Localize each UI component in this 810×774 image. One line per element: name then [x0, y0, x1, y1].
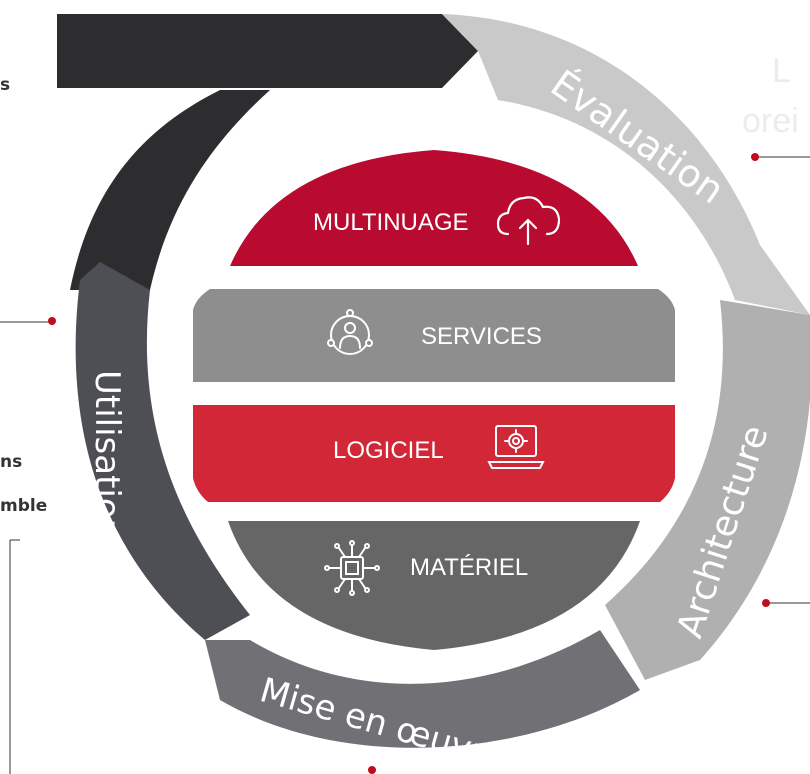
segment-architecture: [605, 300, 810, 680]
layer-label-services: SERVICES: [421, 323, 542, 350]
connector-dot-bottom: [368, 766, 376, 774]
connector-dot-right-top: [751, 153, 759, 161]
layer-services: [193, 289, 675, 382]
layer-logiciel: [193, 405, 675, 502]
layer-label-logiciel: LOGICIEL: [333, 437, 444, 464]
layer-label-multinuage: MULTINUAGE: [313, 209, 469, 236]
segment-mise-en-oeuvre: [205, 630, 640, 748]
connector-dot-left: [48, 317, 56, 325]
background-text-1: L: [772, 52, 791, 90]
label-utilisation: Utilisation: [87, 370, 127, 540]
segment-evaluation: [442, 14, 810, 315]
arrow-bar-dark: [57, 14, 478, 88]
left-fragment-mid-2: mble: [0, 496, 47, 516]
user-network-icon: [327, 309, 373, 355]
segment-utilisation: [75, 262, 250, 640]
connector-dot-right-bottom: [762, 599, 770, 607]
chip-icon: [324, 540, 380, 596]
cloud-upload-icon: [496, 196, 561, 246]
layer-label-materiel: MATÉRIEL: [410, 554, 528, 581]
layer-materiel: [228, 521, 640, 650]
left-fragment-mid-1: ns: [0, 452, 22, 472]
left-fragment-top: s: [0, 75, 10, 95]
layer-multinuage: [230, 150, 638, 266]
swoosh-dark: [70, 90, 270, 290]
background-text-2: orei: [742, 102, 799, 140]
laptop-gear-icon: [487, 425, 545, 469]
